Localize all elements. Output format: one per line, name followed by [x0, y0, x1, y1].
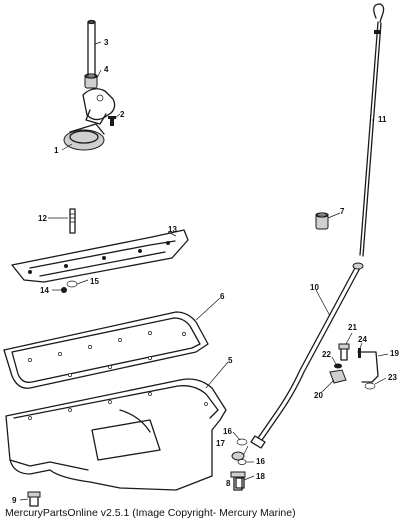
- callout-24: 24: [358, 335, 367, 344]
- part-5-oil-pan: [5, 378, 227, 491]
- callout-17: 17: [216, 439, 225, 448]
- callout-10: 10: [310, 283, 319, 292]
- callout-13: 13: [168, 225, 177, 234]
- part-20-clip: [329, 369, 347, 384]
- callout-14: 14: [40, 286, 49, 295]
- part-3-oil-pickup-tube: [87, 19, 96, 81]
- part-9-drain-plug: [27, 491, 41, 507]
- callout-12: 12: [38, 214, 47, 223]
- part-4-sleeve: [84, 73, 98, 89]
- part-14-nut: [61, 287, 67, 293]
- part-16-washer-lower: [237, 459, 247, 465]
- callout-20: 20: [314, 391, 323, 400]
- part-10-dipstick-tube: [250, 262, 364, 449]
- part-7-tube-sleeve: [315, 212, 329, 230]
- part-18-plug: [235, 477, 245, 489]
- part-11-dipstick: [359, 3, 385, 257]
- callout-15: 15: [90, 277, 99, 286]
- callout-2: 2: [120, 110, 125, 119]
- callout-11: 11: [378, 115, 387, 124]
- callout-16-lower: 16: [256, 457, 265, 466]
- callout-19: 19: [390, 349, 399, 358]
- callout-22: 22: [322, 350, 331, 359]
- part-19-bracket: [357, 351, 379, 383]
- callout-23: 23: [388, 373, 397, 382]
- callout-7: 7: [340, 207, 345, 216]
- part-24-screw: [358, 348, 361, 358]
- part-15-washer: [66, 280, 78, 288]
- part-21-bolt: [338, 343, 350, 361]
- callout-9: 9: [12, 496, 17, 505]
- part-1-oil-pump: [63, 88, 116, 151]
- part-6-oil-pan-gasket: [3, 311, 209, 389]
- callout-21: 21: [348, 323, 357, 332]
- callout-6: 6: [220, 292, 225, 301]
- part-8-drain-plug: [230, 471, 246, 491]
- callout-18: 18: [256, 472, 265, 481]
- leader-lines: [19, 41, 389, 501]
- callout-labels: 3 4 2 1 11 7 12 13 14 15 6 5 10 21 22 24…: [12, 38, 399, 505]
- part-22-nut: [334, 363, 342, 369]
- callout-1: 1: [54, 146, 59, 155]
- callout-16-upper: 16: [223, 427, 232, 436]
- part-12-stud: [69, 208, 76, 234]
- part-23-nut: [364, 382, 376, 390]
- callout-3: 3: [104, 38, 109, 47]
- part-2-pump-screw: [108, 116, 116, 126]
- part-16-washer-upper: [236, 438, 248, 446]
- callout-8: 8: [226, 479, 231, 488]
- image-caption: MercuryPartsOnline v2.5.1 (Image Copyrig…: [5, 507, 296, 519]
- callout-5: 5: [228, 356, 233, 365]
- part-17-fitting: [231, 451, 245, 461]
- part-13-windage-tray: [11, 229, 189, 283]
- callout-4: 4: [104, 65, 109, 74]
